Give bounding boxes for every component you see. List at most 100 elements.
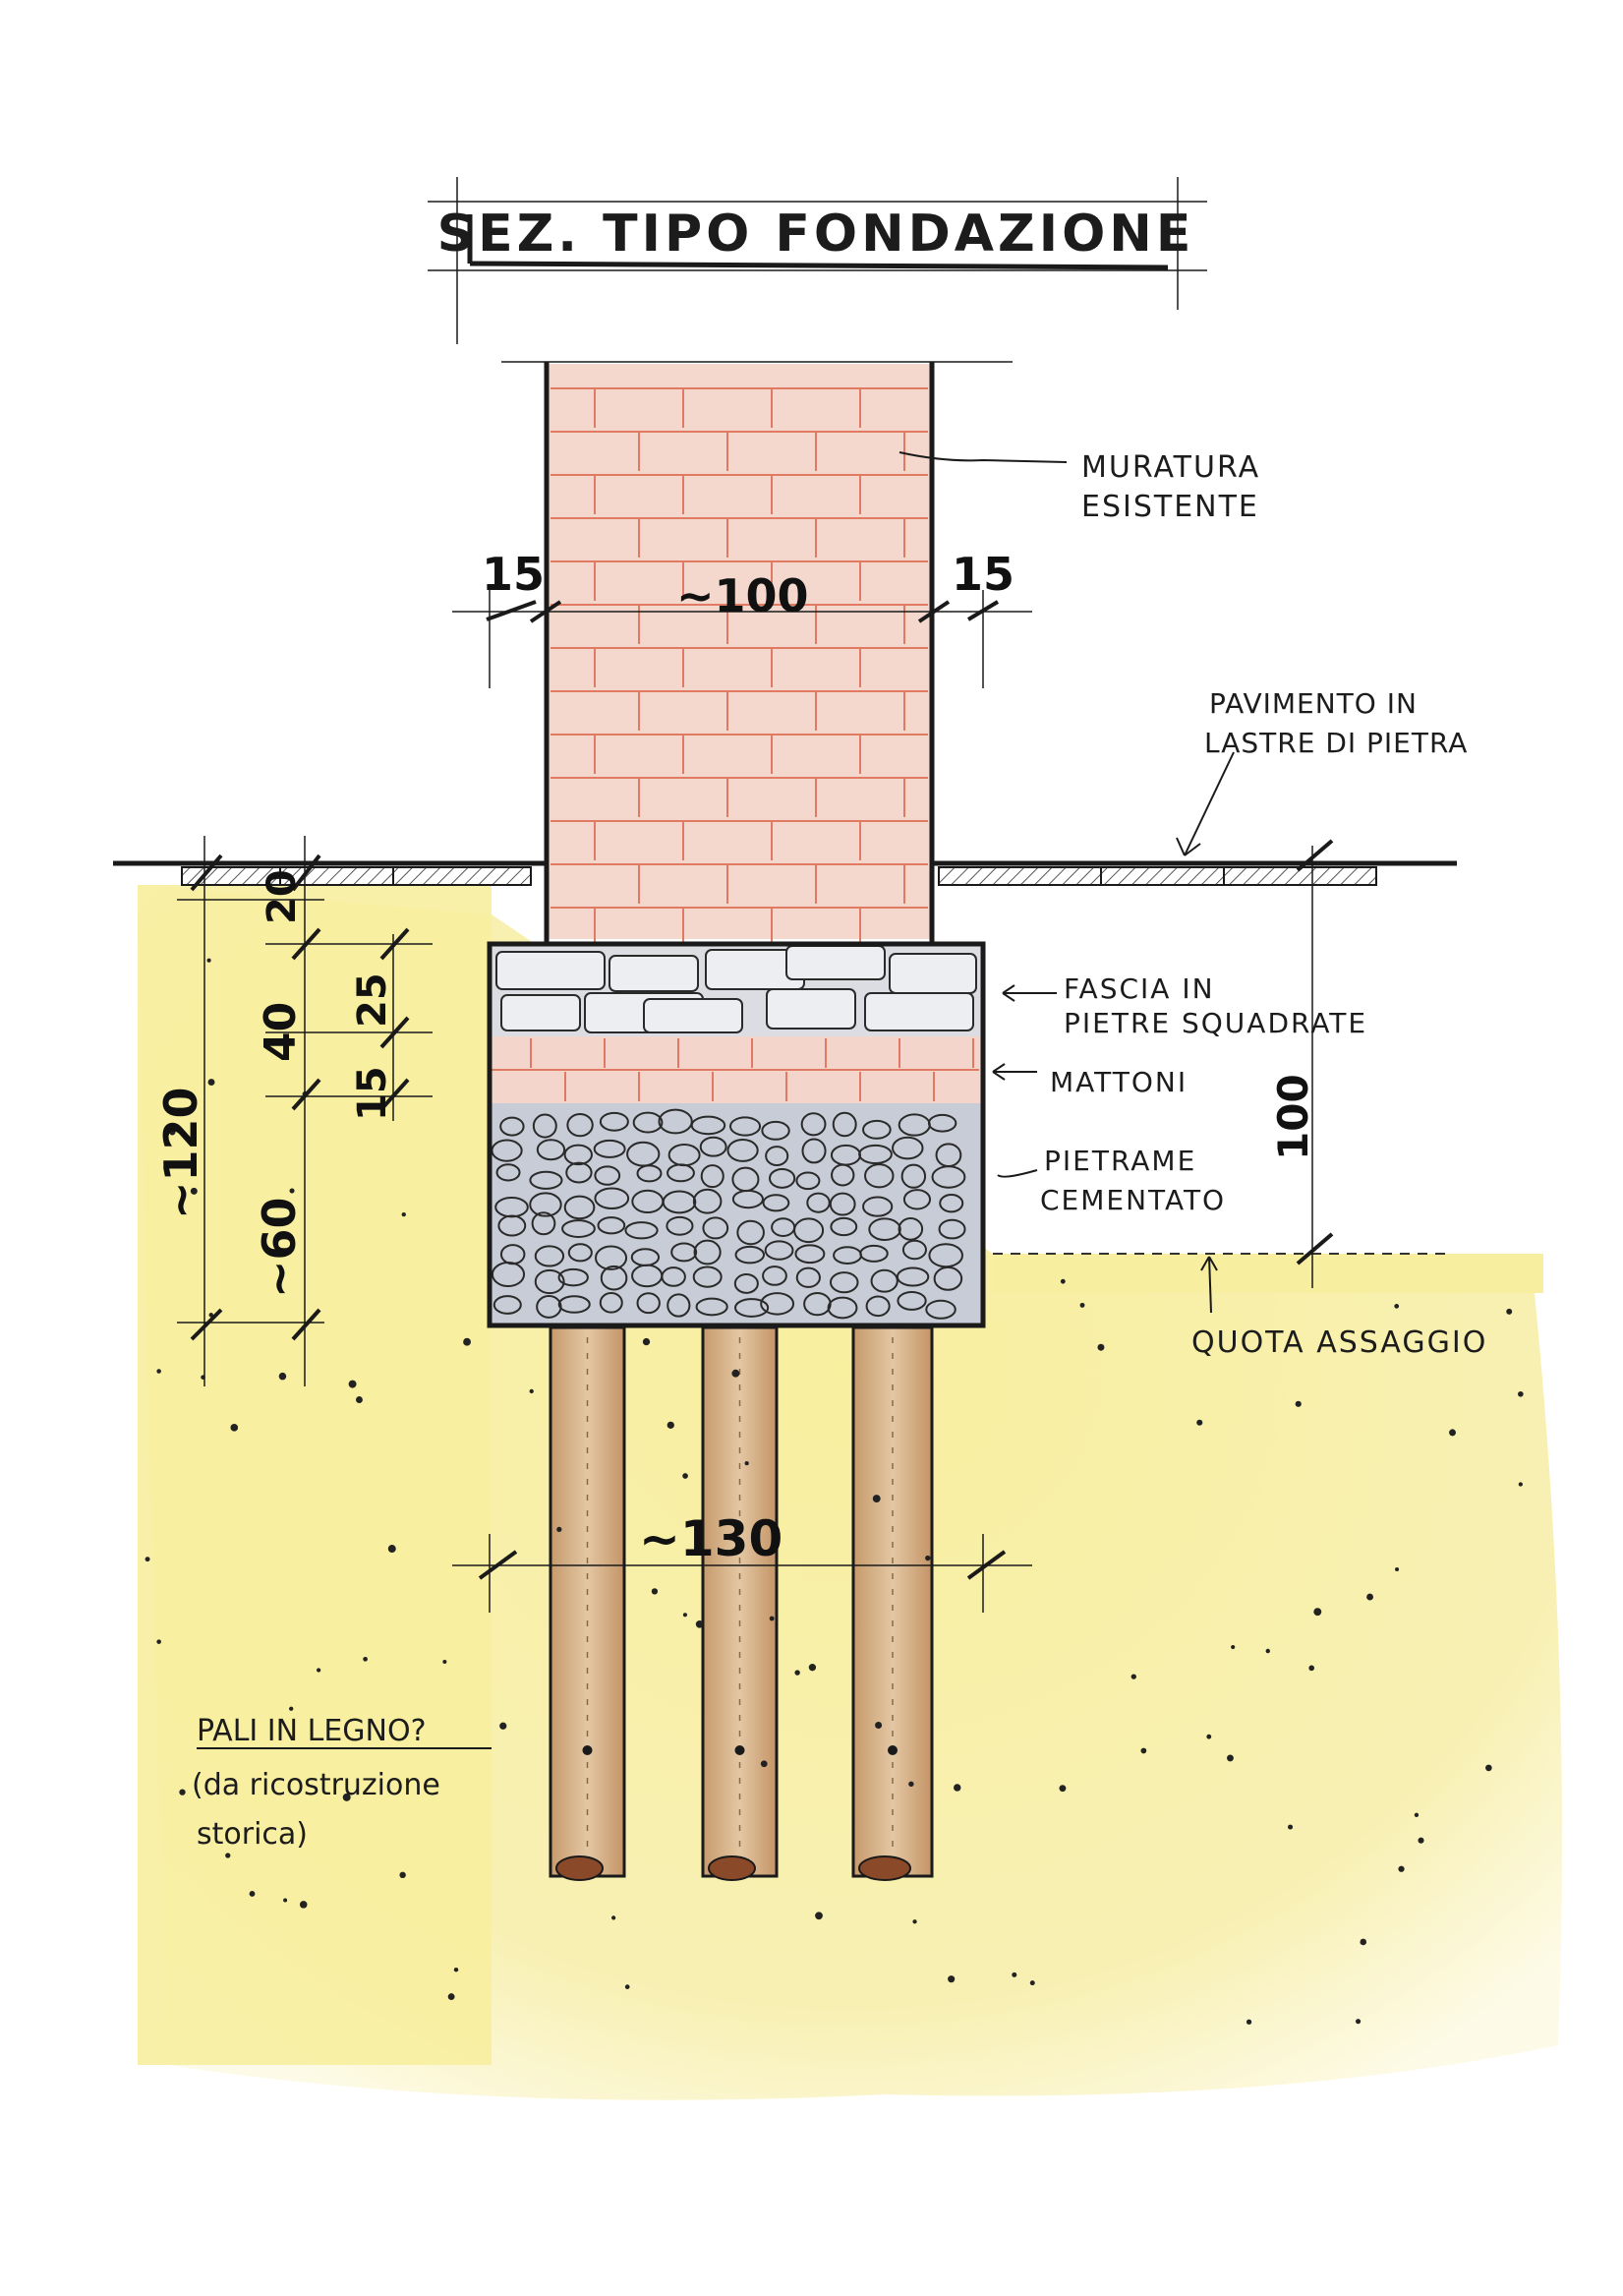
pile-section-mark [734,1745,745,1755]
rubble-stone [557,1267,589,1287]
rubble-stone [565,1161,593,1184]
rubble-stone [794,1244,826,1265]
rubble-stone [491,1262,526,1288]
rubble-stone [829,1271,859,1294]
svg-text:PAVIMENTO IN: PAVIMENTO IN [1209,687,1418,720]
soil-speck [875,1721,883,1730]
rubble-stone [624,1221,659,1240]
soil-speck [289,1188,295,1194]
rubble-stone [567,1243,593,1263]
soil-speck [1079,1302,1085,1308]
rubble-stone [764,1240,794,1261]
soil-speck [556,1526,562,1533]
rubble-stone [636,1164,663,1183]
rubble-stone [692,1266,723,1288]
rubble-stone [927,1113,957,1133]
svg-text:FASCIA IN: FASCIA IN [1064,972,1215,1005]
rubble-stone [702,1216,729,1240]
dim-rubble: ~60 [253,1197,306,1298]
pile-tip [708,1855,756,1881]
dim-wall-width: ~100 [676,569,809,622]
rubble-stone [939,1194,964,1213]
pavimento-label: PAVIMENTO IN LASTRE DI PIETRA [1204,687,1467,759]
rubble-stone [563,1195,596,1220]
soil-speck [948,1975,956,1983]
rubble-fill [490,1103,981,1325]
rubble-stone [536,1295,562,1319]
rubble-stone [493,1295,522,1315]
rubble-stone [726,1138,759,1162]
rubble-stone [733,1273,759,1294]
svg-text:CEMENTATO: CEMENTATO [1040,1184,1226,1216]
rubble-stone [536,1139,566,1161]
dim-total-depth: ~120 [154,1087,207,1219]
soil-speck [1414,1812,1420,1817]
pile-section-mark [582,1745,593,1755]
pile-tip [858,1855,911,1881]
soil-speck [760,1760,768,1768]
mattoni-label: MATTONI [1050,1066,1188,1098]
soil-speck [156,1369,161,1374]
soil-speck [1012,1972,1017,1977]
rubble-stone [497,1214,527,1237]
svg-text:PIETRE SQUADRATE: PIETRE SQUADRATE [1064,1007,1367,1039]
soil-speck [1246,2019,1252,2025]
squared-stone [609,955,699,992]
soil-speck [1265,1648,1270,1654]
rubble-stone [632,1111,664,1134]
rubble-stone [662,1190,697,1214]
rubble-stone [801,1138,827,1164]
rubble-stone [731,1189,764,1209]
soil-speck [1059,1785,1067,1793]
title: SEZ. TIPO FONDAZIONE [437,205,1195,264]
rubble-stone [597,1216,626,1235]
soil-speck [206,958,211,963]
soil-speck [283,1898,288,1903]
pavement-slabs [181,866,1377,886]
rubble-stone [831,1163,855,1187]
soil-speck [1231,1644,1236,1650]
rubble-stone [864,1163,895,1189]
rubble-stone [599,1111,629,1132]
rubble-stone [795,1266,821,1288]
soil-speck [401,1211,406,1217]
rubble-stone [658,1108,693,1135]
soil-speck [1130,1674,1136,1679]
rubble-stone [762,1194,790,1212]
pile-tip [555,1855,604,1881]
rubble-stone [531,1211,556,1236]
dim-trench-depth: 100 [1269,1074,1317,1160]
squared-stone [785,945,886,980]
soil-speck [912,1919,917,1924]
soil-speck [794,1670,800,1676]
soil-speck [499,1722,507,1730]
pile-section-mark [888,1745,898,1755]
dim-stone-band: 25 [350,972,395,1028]
rubble-stone [667,1163,695,1183]
soil-speck [1295,1400,1302,1407]
soil-speck [529,1388,534,1394]
footing [487,941,986,1328]
soil-speck [925,1555,931,1561]
soil-speck [355,1396,363,1403]
rubble-stone [692,1188,723,1214]
squared-stone [766,988,856,1030]
svg-text:MURATURA: MURATURA [1081,450,1260,485]
soil-speck [769,1616,775,1621]
soil-speck [1398,1865,1405,1872]
squared-stone [864,992,974,1031]
rubble-stone [858,1144,893,1164]
soil-speck [316,1668,321,1673]
rubble-stone [862,1119,892,1140]
dimension-lines [177,590,1334,1613]
rubble-stone [765,1146,789,1167]
rubble-stone [793,1217,825,1244]
soil-speck [442,1659,447,1665]
dim-wall-left: 15 [482,548,545,601]
soil-speck [1097,1343,1105,1351]
soil-speck [808,1664,817,1672]
rubble-stone [734,1245,766,1265]
quota-label: QUOTA ASSAGGIO [1191,1325,1487,1360]
soil-speck [667,1421,674,1429]
soil-speck [1485,1764,1492,1772]
